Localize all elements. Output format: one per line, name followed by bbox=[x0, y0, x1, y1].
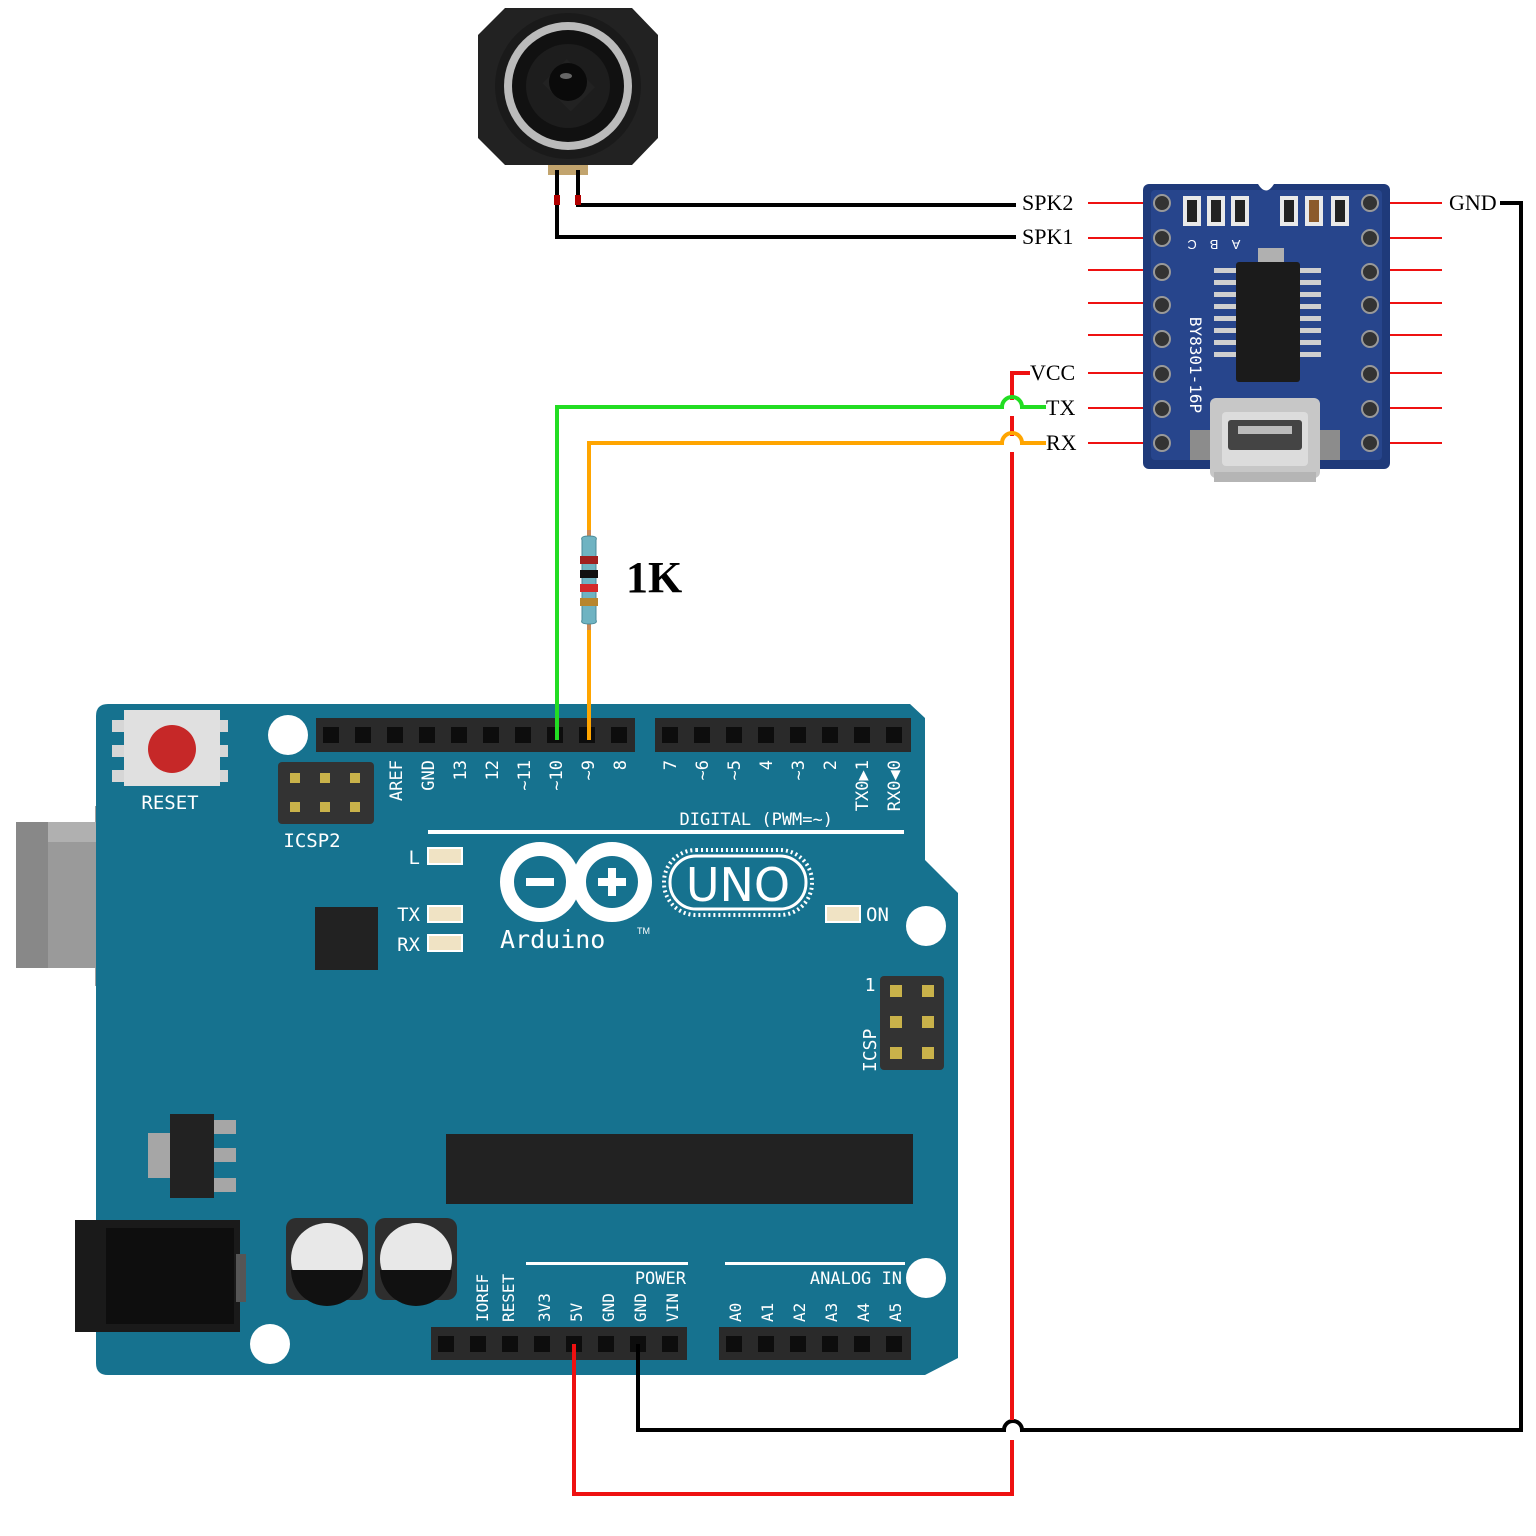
pin-8-label: 8 bbox=[611, 760, 631, 770]
module-name: BY8301-16P bbox=[1186, 317, 1205, 413]
usb-chip bbox=[315, 907, 378, 970]
module-chip bbox=[1236, 262, 1300, 382]
icsp-label: ICSP bbox=[860, 1028, 881, 1072]
resistor-1k bbox=[580, 530, 598, 630]
module-pins bbox=[1153, 194, 1379, 452]
led-tx-label: TX bbox=[397, 904, 420, 926]
pin-reset-label: RESET bbox=[499, 1273, 518, 1322]
pin-vin-label: VIN bbox=[663, 1293, 682, 1322]
led-rx bbox=[427, 934, 463, 952]
by8301-module: C B A BY8301-16P bbox=[1143, 184, 1390, 482]
capacitor-1 bbox=[286, 1218, 368, 1306]
reset-button bbox=[112, 710, 228, 786]
atmega-chip bbox=[446, 1134, 913, 1204]
icsp-pin1-label: 1 bbox=[865, 975, 876, 996]
speaker bbox=[478, 8, 658, 175]
wire-rx bbox=[587, 431, 1046, 740]
wire-tx bbox=[555, 395, 1046, 740]
pin-a1-label: A1 bbox=[758, 1303, 777, 1322]
pin-label-spk1: SPK1 bbox=[1022, 224, 1073, 249]
reset-label: RESET bbox=[141, 792, 198, 814]
icsp-header bbox=[880, 976, 944, 1070]
uno-badge bbox=[662, 848, 814, 917]
module-silk-b: B bbox=[1210, 237, 1219, 252]
module-silk-c: C bbox=[1187, 237, 1196, 252]
pin-a0-label: A0 bbox=[726, 1303, 745, 1322]
icsp2-header bbox=[278, 762, 374, 824]
led-on-label: ON bbox=[866, 904, 889, 926]
pin-label-gnd: GND bbox=[1449, 190, 1497, 215]
pin-a4-label: A4 bbox=[854, 1303, 873, 1322]
speaker-wires bbox=[554, 170, 1016, 239]
pin-gnd1-label: GND bbox=[599, 1293, 618, 1322]
pin-13-label: 13 bbox=[451, 760, 471, 780]
power-header-label: POWER bbox=[635, 1269, 687, 1289]
pin-5v-label: 5V bbox=[567, 1302, 586, 1322]
uno-label: UNO bbox=[686, 858, 790, 912]
pin-10-label: ~10 bbox=[547, 760, 567, 791]
pin-a2-label: A2 bbox=[790, 1303, 809, 1322]
arduino-logo bbox=[500, 842, 652, 922]
pin-label-rx: RX bbox=[1046, 430, 1077, 455]
capacitor-2 bbox=[375, 1218, 457, 1306]
pin-aref-label: AREF bbox=[387, 760, 407, 801]
pin-a5-label: A5 bbox=[886, 1303, 905, 1322]
power-header bbox=[431, 1327, 687, 1360]
arduino-uno-board: RESET ICSP2 bbox=[16, 704, 958, 1375]
pin-12-label: 12 bbox=[483, 760, 503, 780]
led-l bbox=[427, 847, 463, 865]
pin-gnd-label: GND bbox=[419, 760, 439, 791]
arduino-tm: TM bbox=[637, 926, 650, 936]
pin-11-label: ~11 bbox=[515, 760, 535, 791]
pin-label-spk2: SPK2 bbox=[1022, 190, 1073, 215]
led-tx bbox=[427, 905, 463, 923]
pin-9-label: ~9 bbox=[579, 760, 599, 780]
arduino-brand: Arduino bbox=[500, 925, 605, 954]
module-pin-stubs bbox=[1088, 202, 1442, 444]
digital-header-label: DIGITAL (PWM=~) bbox=[679, 810, 833, 830]
pin-ioref-label: IOREF bbox=[473, 1274, 492, 1322]
pin-rx0-label: RX0◀0 bbox=[885, 760, 905, 811]
pin-label-vcc: VCC bbox=[1030, 360, 1075, 385]
digital-header-right bbox=[655, 718, 911, 752]
pin-4-label: 4 bbox=[757, 760, 777, 770]
wire-gnd bbox=[636, 201, 1523, 1432]
pin-2-label: 2 bbox=[821, 760, 841, 770]
analog-header-label: ANALOG IN bbox=[810, 1269, 902, 1289]
icsp2-label: ICSP2 bbox=[283, 830, 340, 852]
pin-gnd2-label: GND bbox=[631, 1293, 650, 1322]
pin-3v3-label: 3V3 bbox=[535, 1293, 554, 1322]
pin-label-tx: TX bbox=[1046, 395, 1075, 420]
pin-tx1-label: TX0▶1 bbox=[853, 760, 873, 811]
pin-5-label: ~5 bbox=[725, 760, 745, 780]
wire-vcc bbox=[572, 371, 1030, 1496]
analog-header bbox=[719, 1327, 911, 1360]
pin-3-label: ~3 bbox=[789, 760, 809, 780]
module-silk-a: A bbox=[1231, 237, 1240, 252]
led-on bbox=[825, 905, 861, 923]
usb-port bbox=[1190, 398, 1340, 482]
dc-jack bbox=[75, 1220, 246, 1332]
led-l-label: L bbox=[409, 847, 420, 869]
resistor-label: 1K bbox=[626, 553, 682, 602]
pin-a3-label: A3 bbox=[822, 1303, 841, 1322]
pin-7-label: 7 bbox=[661, 760, 681, 770]
module-chip-legs bbox=[1214, 268, 1321, 357]
pin-6-label: ~6 bbox=[693, 760, 713, 780]
voltage-regulator bbox=[148, 1114, 236, 1198]
led-rx-label: RX bbox=[397, 934, 420, 956]
